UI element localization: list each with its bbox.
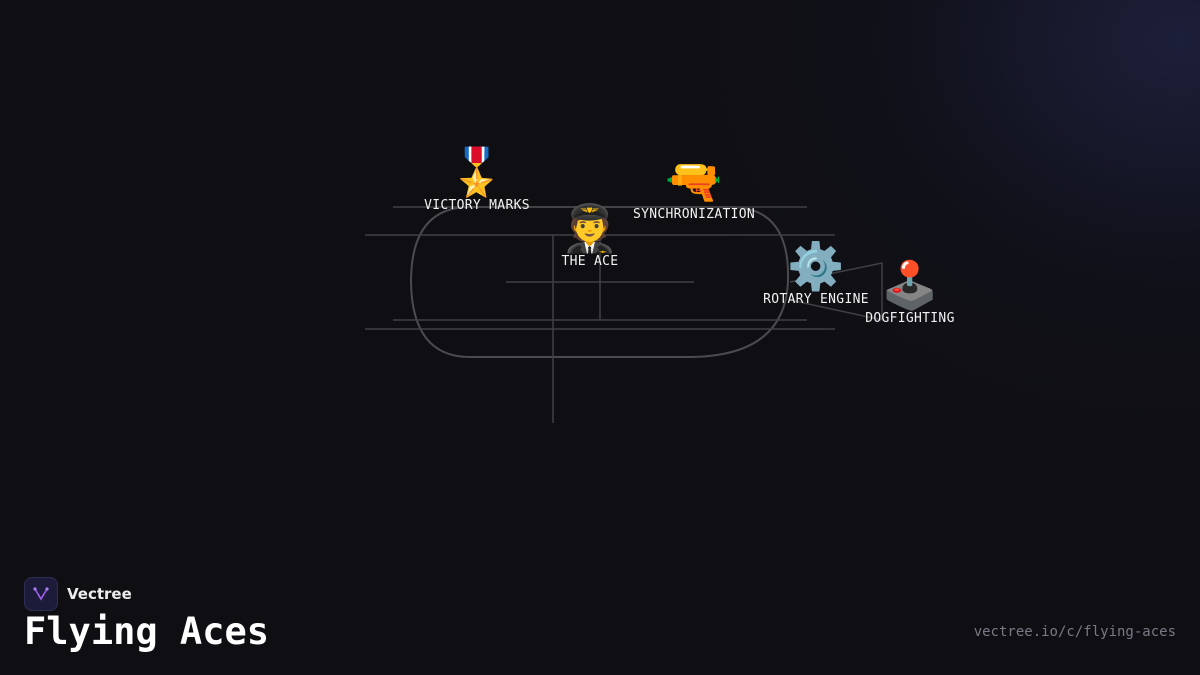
pilot-icon: 🧑‍✈️	[561, 201, 619, 255]
brand-name: Vectree	[67, 585, 132, 603]
node-synchronization[interactable]: 🔫 SYNCHRONIZATION	[633, 155, 755, 222]
node-the-ace[interactable]: 🧑‍✈️ THE ACE	[561, 202, 618, 269]
node-victory-marks[interactable]: 🎖️ VICTORY MARKS	[424, 146, 530, 213]
tail-line	[789, 262, 883, 321]
joystick-icon: 🕹️	[881, 258, 939, 312]
node-rotary-engine[interactable]: ⚙️ ROTARY ENGINE	[763, 240, 869, 307]
node-label: ROTARY ENGINE	[763, 292, 869, 307]
page-url[interactable]: vectree.io/c/flying-aces	[973, 624, 1176, 640]
fuselage-outline	[409, 206, 790, 358]
node-label: DOGFIGHTING	[865, 311, 955, 326]
vectree-logo-icon	[24, 577, 58, 611]
page-title: Flying Aces	[24, 610, 270, 653]
medal-icon: 🎖️	[448, 145, 506, 199]
gun-icon: 🔫	[665, 154, 723, 208]
gear-icon: ⚙️	[787, 239, 845, 293]
node-dogfighting[interactable]: 🕹️ DOGFIGHTING	[865, 259, 954, 326]
node-label: THE ACE	[561, 254, 619, 269]
node-label: SYNCHRONIZATION	[633, 207, 755, 222]
node-label: VICTORY MARKS	[424, 198, 530, 213]
brand[interactable]: Vectree	[24, 577, 132, 611]
